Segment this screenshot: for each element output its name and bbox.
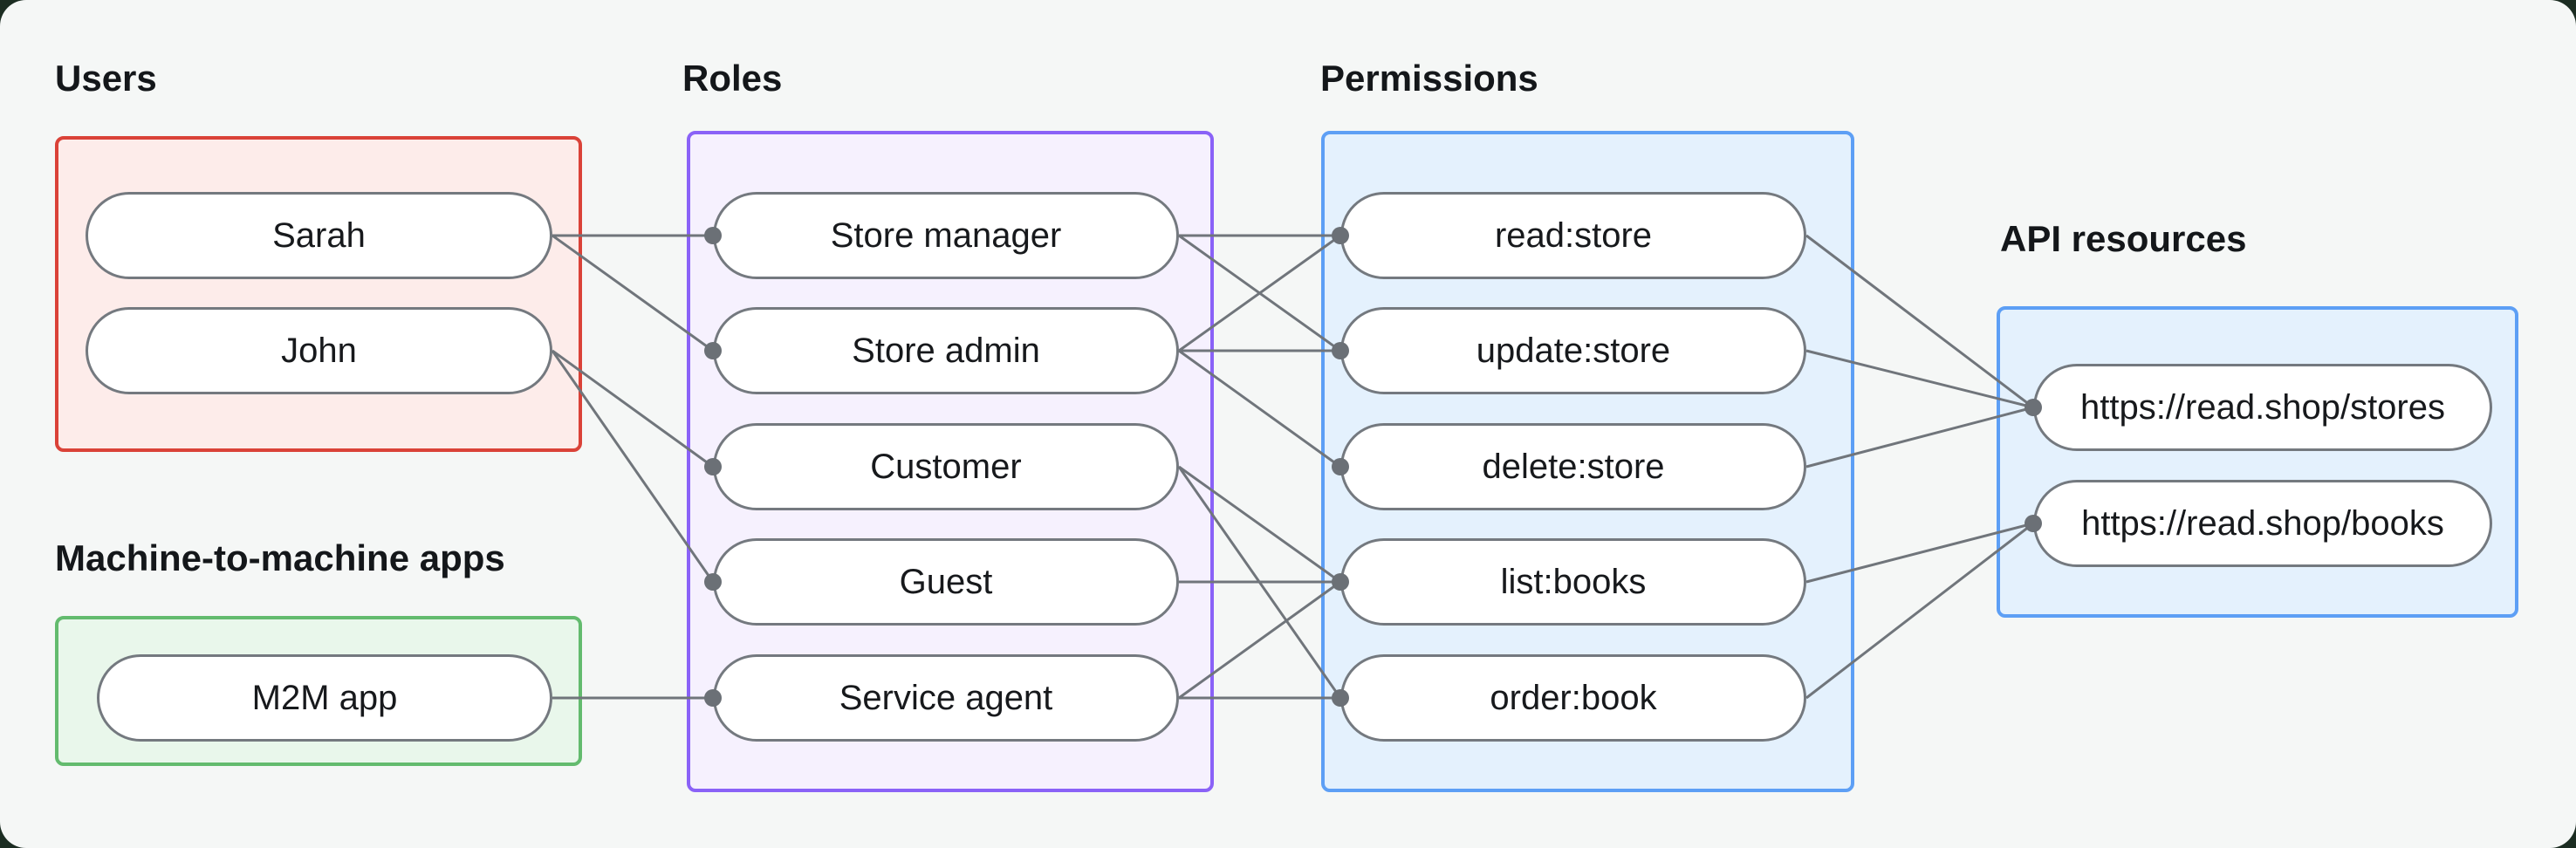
node-api-stores: https://read.shop/stores — [2033, 364, 2492, 451]
node-john: John — [86, 307, 552, 394]
node-m2m-app: M2M app — [97, 654, 552, 742]
node-store-manager: Store manager — [713, 192, 1179, 279]
node-sarah: Sarah — [86, 192, 552, 279]
node-update-store: update:store — [1340, 307, 1806, 394]
node-store-admin: Store admin — [713, 307, 1179, 394]
node-read-store: read:store — [1340, 192, 1806, 279]
permissions-group-title: Permissions — [1320, 58, 1538, 99]
users-group-box — [55, 136, 582, 452]
node-list-books: list:books — [1340, 538, 1806, 626]
node-customer: Customer — [713, 423, 1179, 510]
node-delete-store: delete:store — [1340, 423, 1806, 510]
roles-group-title: Roles — [682, 58, 783, 99]
node-api-books: https://read.shop/books — [2033, 480, 2492, 567]
users-group-title: Users — [55, 58, 157, 99]
m2m-apps-group-title: Machine-to-machine apps — [55, 537, 505, 578]
api-resources-group-box — [1997, 306, 2518, 618]
node-guest: Guest — [713, 538, 1179, 626]
api-resources-group-title: API resources — [2000, 218, 2247, 259]
node-order-book: order:book — [1340, 654, 1806, 742]
node-service-agent: Service agent — [713, 654, 1179, 742]
